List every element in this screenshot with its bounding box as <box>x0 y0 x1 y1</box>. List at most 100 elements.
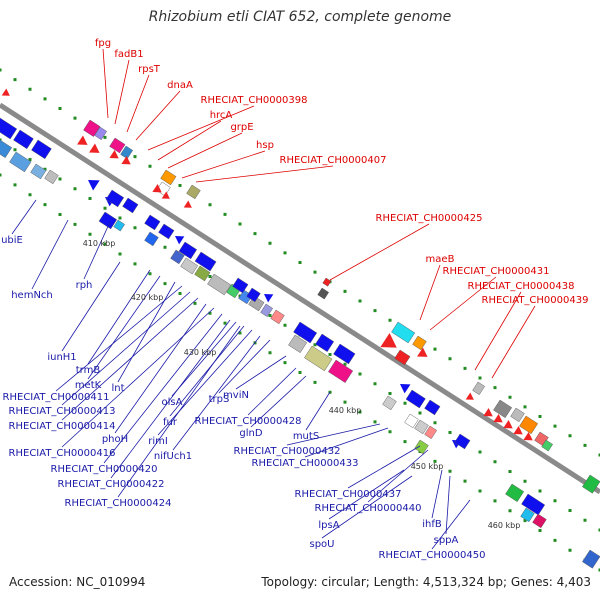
gene-label-bottom: mutS <box>293 431 319 442</box>
gene-label-bottom: glnD <box>239 428 262 439</box>
tick-dot <box>493 460 497 464</box>
gene-block <box>13 129 34 150</box>
gene-label-bottom: RHECIAT_CH0000413 <box>9 406 116 417</box>
gene-block <box>414 419 429 435</box>
tick-dot <box>268 241 272 245</box>
leader-line-bottom <box>31 219 69 290</box>
tick-dot <box>58 107 62 110</box>
gene-arrow <box>183 200 192 208</box>
accession-text: Accession: NC_010994 <box>9 575 146 589</box>
gene-label-bottom: RHECIAT_CH0000416 <box>9 448 116 459</box>
gene-label-top: fpg <box>95 38 111 49</box>
tick-dot <box>538 489 542 493</box>
tick-label: 420 kbp <box>131 293 164 302</box>
tick-dot <box>0 173 2 177</box>
tick-dot <box>88 197 92 200</box>
gene-block <box>160 169 177 186</box>
tick-dot <box>448 431 452 434</box>
leader-line-bottom <box>171 321 237 397</box>
gene-arrow <box>483 407 493 417</box>
gene-block <box>293 321 318 344</box>
tick-dot <box>148 164 152 168</box>
tick-dot <box>73 116 77 120</box>
tick-dot <box>238 331 242 335</box>
tick-dot <box>463 479 467 483</box>
tick-dot <box>568 509 572 512</box>
leader-line-bottom <box>247 367 297 416</box>
gene-label-bottom: lpsA <box>318 520 339 531</box>
leader-line-bottom <box>110 319 231 479</box>
tick-dot <box>343 400 347 404</box>
tick-dot <box>508 509 512 513</box>
tick-dot <box>598 528 600 532</box>
tick-label: 450 kbp <box>411 462 444 471</box>
tick-dot <box>298 261 302 264</box>
leader-line-top <box>167 132 243 169</box>
tick-dot <box>13 183 17 187</box>
gene-features <box>0 88 600 569</box>
gene-block <box>232 277 249 294</box>
gene-block <box>412 335 427 351</box>
figure-title: Rhizobium etli CIAT 652, complete genome <box>148 9 452 25</box>
gene-label-top: maeB <box>426 254 455 265</box>
leader-line-bottom <box>235 355 287 390</box>
tick-dot <box>478 489 482 493</box>
tick-dot <box>553 424 557 428</box>
gene-arrow <box>513 425 523 435</box>
tick-dot <box>343 362 347 366</box>
gene-block <box>109 137 126 154</box>
gene-block <box>170 249 185 265</box>
tick-dot <box>523 519 527 523</box>
gene-block <box>0 117 18 140</box>
gene-block <box>304 345 333 372</box>
gene-arrow <box>380 332 397 348</box>
tick-dot <box>538 529 542 532</box>
tick-dot <box>403 401 407 405</box>
gene-block <box>156 181 171 197</box>
gene-label-top: rpsT <box>138 64 161 75</box>
tick-dot <box>148 272 152 276</box>
leader-line-bottom <box>83 221 111 280</box>
tick-label: 430 kbp <box>184 348 217 357</box>
leader-line-bottom <box>11 199 37 235</box>
tick-dot <box>28 158 32 161</box>
gene-label-top: RHECIAT_CH0000439 <box>482 295 589 306</box>
gene-label-bottom: spoU <box>310 539 335 550</box>
tick-dot <box>523 405 527 409</box>
summary-text: Topology: circular; Length: 4,513,324 bp… <box>261 575 591 589</box>
gene-block <box>9 151 32 173</box>
tick-dot <box>388 392 392 395</box>
tick-dot <box>178 292 182 295</box>
tick-dot <box>163 245 167 249</box>
gene-block <box>0 139 13 158</box>
gene-label-top: RHECIAT_CH0000431 <box>443 266 550 277</box>
tick-dot <box>88 232 92 236</box>
tick-dot <box>103 206 107 210</box>
gene-label-top: RHECIAT_CH0000407 <box>280 155 387 166</box>
gene-arrow <box>465 392 474 400</box>
tick-dot <box>118 216 122 220</box>
leader-line-top <box>147 105 255 151</box>
gene-block <box>288 334 308 353</box>
tick-dot <box>13 148 17 152</box>
gene-block <box>414 439 429 455</box>
tick-dot <box>373 382 377 386</box>
leader-line-bottom <box>431 469 443 519</box>
leader-line-bottom <box>55 285 183 392</box>
tick-dot <box>43 97 47 101</box>
tick-dot <box>13 78 17 82</box>
gene-label-bottom: rimI <box>148 436 168 447</box>
gene-block <box>493 399 513 418</box>
tick-dot <box>523 479 527 483</box>
tick-dot <box>223 212 227 216</box>
gene-label-bottom: fur <box>163 417 178 428</box>
tick-dot <box>28 87 32 91</box>
leader-line-bottom <box>61 297 199 421</box>
gene-block <box>194 265 211 282</box>
gene-label-bottom: RHECIAT_CH0000422 <box>58 479 165 490</box>
gene-block <box>424 399 441 416</box>
gene-block <box>510 407 525 423</box>
gene-block <box>178 241 198 260</box>
tick-dot <box>433 347 437 351</box>
leader-line-top <box>135 90 181 141</box>
